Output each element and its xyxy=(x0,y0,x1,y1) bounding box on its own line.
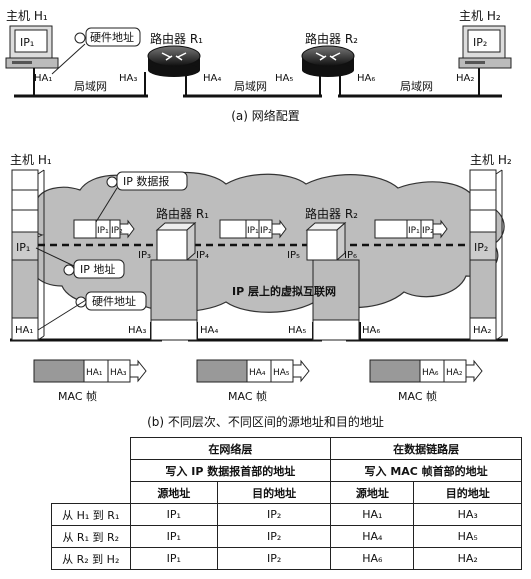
ha4-b-label: HA₄ xyxy=(200,325,218,336)
ha3-label: HA₃ xyxy=(119,73,137,84)
router-r1-icon xyxy=(147,45,201,77)
hardware-address-b-label: 硬件地址 xyxy=(92,294,136,308)
host-h2-b-label: 主机 H₂ xyxy=(470,153,512,167)
router-r2-b-label: 路由器 R₂ xyxy=(305,206,358,221)
router-r2-label: 路由器 R₂ xyxy=(305,31,358,46)
ip-datagram-3 xyxy=(374,219,448,239)
ha5-b-label: HA₅ xyxy=(288,325,306,336)
lan3-label: 局域网 xyxy=(400,80,433,93)
net-layer-subheader: 写入 IP 数据报首部的地址 xyxy=(129,459,332,482)
router-r1-b-label: 路由器 R₁ xyxy=(156,206,209,221)
col-mac-dst: 目的地址 xyxy=(413,481,522,504)
dg2-ip2: IP₂ xyxy=(260,226,272,236)
link-layer-header: 在数据链路层 xyxy=(330,437,522,460)
table-row: 从 H₁ 到 R₁ IP₁ IP₂ HA₁ HA₃ xyxy=(51,503,522,526)
ha2-b-label: HA₂ xyxy=(473,325,491,336)
ip-address-label: IP 地址 xyxy=(80,262,115,276)
ha4-label: HA₄ xyxy=(203,73,221,84)
mf1-ha3: HA₃ xyxy=(110,368,127,378)
col-ip-dst: 目的地址 xyxy=(217,481,332,504)
mac-frame-1 xyxy=(33,359,147,383)
address-table: 在网络层 在数据链路层 写入 IP 数据报首部的地址 写入 MAC 帧首部的地址… xyxy=(51,437,522,570)
ip1-b-label: IP₁ xyxy=(16,241,30,254)
hw-callout-label: 硬件地址 xyxy=(90,30,134,44)
ip-address-callout xyxy=(35,247,125,279)
dg1-ip2-b: IP₂ xyxy=(111,226,123,236)
mf2-ha5: HA₅ xyxy=(273,368,290,378)
ip-datagram-callout xyxy=(95,171,188,223)
network-config-diagram: 主机 H₁ IP₁ 硬件地址 HA₁ 局域网 HA₃ 路由器 R₁ HA₄ 局域… xyxy=(5,9,512,98)
mac-frame-3 xyxy=(369,359,483,383)
ha2-label: HA₂ xyxy=(456,73,474,84)
link-layer-subheader: 写入 MAC 帧首部的地址 xyxy=(330,459,522,482)
hardware-address-b-callout xyxy=(37,291,147,331)
table-row: 从 R₂ 到 H₂ IP₁ IP₂ HA₆ HA₂ xyxy=(51,547,522,570)
host-h2-label: 主机 H₂ xyxy=(459,9,501,23)
ip5-label: IP₅ xyxy=(287,250,300,261)
host-h1-b-label: 主机 H₁ xyxy=(10,153,52,167)
net-layer-header: 在网络层 xyxy=(129,437,332,460)
lan1-label: 局域网 xyxy=(74,80,107,93)
address-layers-diagram: 主机 H₁ IP₁ HA₁ 主机 H₂ IP₂ HA₂ 路由器 R₁ IP₃ I… xyxy=(10,153,512,403)
dg2-ip1: IP₁ xyxy=(247,226,259,236)
host-h2-computer-icon xyxy=(458,25,512,69)
ip-datagram-2 xyxy=(219,219,287,239)
col-ip-src: 源地址 xyxy=(129,481,219,504)
dg3-ip1: IP₁ xyxy=(408,226,420,236)
ha6-b-label: HA₆ xyxy=(362,325,380,336)
host-h2-stack xyxy=(469,169,503,341)
caption-a: (a) 网络配置 xyxy=(231,109,300,123)
router-r1-label: 路由器 R₁ xyxy=(150,31,203,46)
ip6-label: IP₆ xyxy=(344,250,357,261)
mf2-ha4: HA₄ xyxy=(249,368,266,378)
table-row: 从 R₁ 到 R₂ IP₁ IP₂ HA₄ HA₅ xyxy=(51,525,522,548)
dg3-ip2: IP₂ xyxy=(422,226,434,236)
mac-frame-2-label: MAC 帧 xyxy=(228,389,267,403)
cloud-label: IP 层上的虚拟互联网 xyxy=(232,284,336,298)
col-mac-src: 源地址 xyxy=(330,481,415,504)
ip3-label: IP₃ xyxy=(138,250,151,261)
ip2-label: IP₂ xyxy=(473,36,487,49)
ha3-b-label: HA₃ xyxy=(128,325,146,336)
ha1-label: HA₁ xyxy=(34,73,52,84)
router-r1-cube xyxy=(150,221,198,341)
host-h1-stack xyxy=(11,169,45,341)
caption-b: (b) 不同层次、不同区间的源地址和目的地址 xyxy=(147,415,384,429)
mac-frame-2 xyxy=(196,359,310,383)
router-r2-cube xyxy=(305,221,360,341)
host-h1-label: 主机 H₁ xyxy=(6,9,48,23)
hardware-address-callout xyxy=(51,27,141,75)
mf1-ha1: HA₁ xyxy=(86,368,103,378)
mf3-ha6: HA₆ xyxy=(422,368,439,378)
router-r2-icon xyxy=(301,45,355,77)
mac-frame-1-label: MAC 帧 xyxy=(58,389,97,403)
ip1-label: IP₁ xyxy=(20,36,34,49)
host-h1-computer-icon xyxy=(5,25,59,69)
ha6-label: HA₆ xyxy=(357,73,375,84)
ha5-label: HA₅ xyxy=(275,73,293,84)
lan2-label: 局域网 xyxy=(234,80,267,93)
ip-datagram-label: IP 数据报 xyxy=(123,174,169,188)
ip2-b-label: IP₂ xyxy=(474,241,488,254)
dg1-ip1: IP₁ xyxy=(97,226,109,236)
mac-frame-3-label: MAC 帧 xyxy=(398,389,437,403)
mf3-ha2: HA₂ xyxy=(446,368,463,378)
ha1-b-label: HA₁ xyxy=(15,325,33,336)
ip4-label: IP₄ xyxy=(196,250,209,261)
